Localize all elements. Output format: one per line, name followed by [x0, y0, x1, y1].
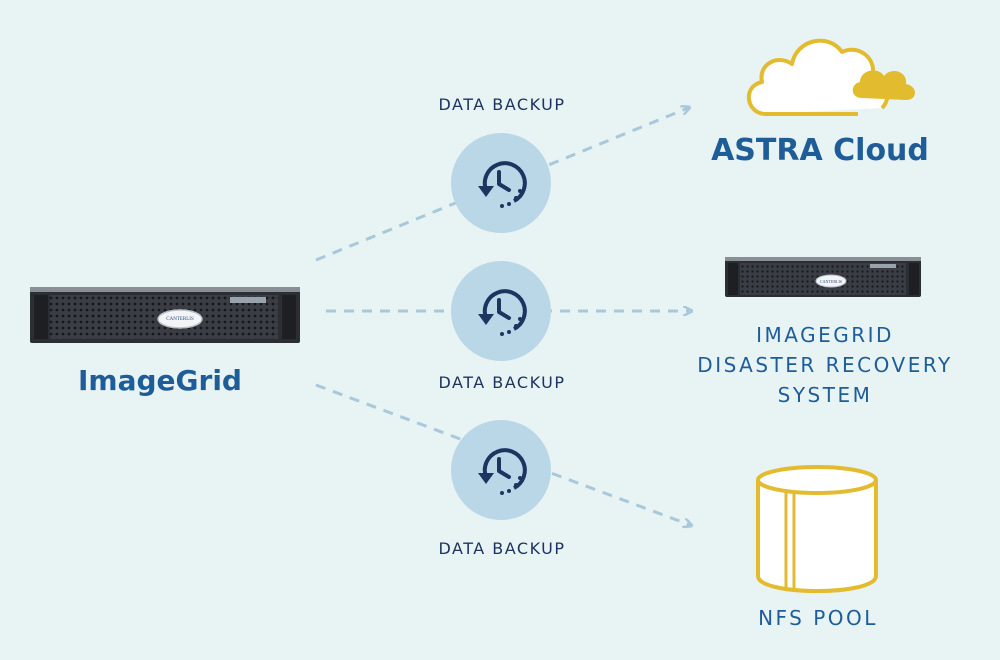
backup-node-3 — [451, 420, 551, 520]
backup-node-1 — [451, 133, 551, 233]
cloud-label: ASTRA Cloud — [711, 133, 929, 168]
server-icon — [725, 257, 921, 297]
server-badge: CANTERLIS — [166, 317, 194, 322]
dr-server: CANTERLIS — [725, 254, 921, 298]
dr-label-line-3: SYSTEM — [777, 383, 873, 407]
cloud-icon — [746, 38, 915, 116]
history-clock-icon — [478, 448, 527, 495]
source-label: ImageGrid — [78, 364, 242, 397]
dr-label: IMAGEGRID DISASTER RECOVERY SYSTEM — [670, 320, 980, 410]
server-icon — [30, 287, 300, 343]
backup-label-1: DATA BACKUP — [438, 95, 566, 114]
dr-server-badge: CANTERLIS — [820, 279, 842, 284]
backup-label-2: DATA BACKUP — [438, 373, 566, 392]
backup-label-3: DATA BACKUP — [438, 539, 566, 558]
source-server: CANTERLIS — [30, 283, 300, 345]
dr-label-line-2: DISASTER RECOVERY — [697, 353, 953, 377]
nfs-label: NFS POOL — [758, 606, 878, 630]
history-clock-icon — [478, 161, 527, 208]
history-clock-icon — [478, 289, 527, 336]
backup-node-2 — [451, 261, 551, 361]
dr-label-line-1: IMAGEGRID — [756, 323, 894, 347]
database-cylinder-icon — [756, 465, 878, 593]
